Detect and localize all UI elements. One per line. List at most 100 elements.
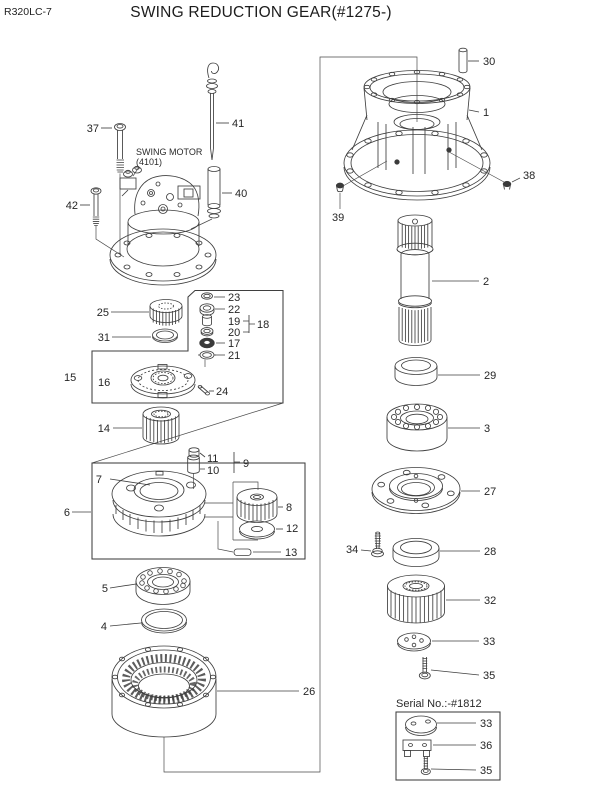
carrier-16 [130, 364, 196, 399]
bearing-3 [386, 403, 448, 452]
bearing-17 [199, 337, 215, 349]
dipstick-41 [206, 62, 219, 161]
gear-14 [142, 406, 180, 445]
oring-23 [201, 292, 213, 300]
tube-40 [190, 166, 221, 230]
shaft-2 [396, 214, 434, 346]
pin-10 [187, 454, 200, 489]
callout-40: 40 [235, 188, 247, 200]
callout-35-leader [430, 669, 480, 676]
callout-26: 26 [303, 686, 315, 698]
plate-33 [397, 632, 431, 652]
washer-12 [239, 520, 275, 540]
pin-13 [233, 548, 252, 556]
screw-38 [448, 151, 521, 190]
callout-9-bracket [199, 452, 240, 473]
small-parts-leaders [214, 296, 255, 356]
subassembly-box-15 [91, 289, 284, 404]
pin-24 [197, 385, 210, 396]
callout-22: 22 [228, 304, 240, 316]
snap-ring-21 [198, 350, 216, 367]
bracket-36 [402, 739, 432, 757]
gear-32 [387, 574, 445, 624]
callout-24: 24 [216, 386, 228, 398]
swing-motor-ref: (4101) [136, 157, 162, 167]
callout-25: 25 [97, 307, 109, 319]
callout-36: 36 [480, 740, 492, 752]
callout-28: 28 [484, 546, 496, 558]
callout-34: 34 [346, 544, 358, 556]
callout-7: 7 [96, 474, 102, 486]
callout-4-leader [109, 622, 142, 627]
callout-33: 33 [483, 636, 495, 648]
callout-1-leader [468, 109, 480, 113]
carrier-7 [111, 470, 207, 537]
callout-42: 42 [66, 200, 78, 212]
callout-5: 5 [102, 583, 108, 595]
callout-5-leader [109, 583, 137, 589]
model-code: R320LC-7 [4, 6, 52, 18]
callout-9: 9 [243, 458, 249, 470]
callout-3: 3 [484, 423, 490, 435]
callout-31: 31 [98, 332, 110, 344]
serial-note: Serial No.:-#1812 [396, 698, 482, 710]
screw-39 [335, 160, 388, 209]
swing-motor-note: SWING MOTOR (4101) [132, 147, 203, 177]
bolt-42 [90, 187, 125, 258]
callout-33b: 33 [480, 718, 492, 730]
gear-8 [236, 488, 278, 523]
callout-38: 38 [523, 170, 535, 182]
callout-20: 20 [228, 327, 240, 339]
callout-32: 32 [484, 595, 496, 607]
ring-gear-26 [111, 645, 217, 738]
bolt-35b [420, 756, 431, 775]
gear-25 [149, 299, 183, 326]
callout-41: 41 [232, 118, 244, 130]
callout-27: 27 [484, 486, 496, 498]
assembly-leader-lines [91, 56, 418, 773]
nut-22 [199, 303, 215, 316]
callout-8: 8 [286, 502, 292, 514]
plate-33b [405, 715, 437, 736]
callout-2: 2 [483, 276, 489, 288]
serial-box-leaders [430, 722, 477, 771]
ring-29 [394, 357, 438, 386]
callout-15: 15 [64, 372, 76, 384]
washer-20 [200, 327, 214, 337]
callout-17: 17 [228, 338, 240, 350]
callout-19: 19 [228, 316, 240, 328]
callout-4: 4 [101, 621, 107, 633]
callout-14: 14 [98, 423, 110, 435]
callout-10: 10 [207, 465, 219, 477]
ring-28 [392, 538, 440, 567]
callout-1: 1 [483, 107, 489, 119]
callout-18: 18 [257, 319, 269, 331]
callout-12: 12 [286, 523, 298, 535]
flange-27 [371, 467, 461, 514]
subassembly-box-6 [91, 462, 306, 560]
serial-variant-box [395, 711, 501, 781]
swing-motor-label: SWING MOTOR [136, 147, 203, 157]
bolt-34 [371, 531, 384, 558]
callout-29: 29 [484, 370, 496, 382]
callout-11: 11 [207, 453, 218, 465]
bearing-5 [135, 567, 191, 605]
ring-31 [152, 328, 178, 343]
callout-21: 21 [228, 350, 240, 362]
callout-39: 39 [332, 212, 344, 224]
box6-connector-lines [205, 481, 259, 553]
page-title: SWING REDUCTION GEAR(#1275-) [130, 4, 392, 21]
callout-35b: 35 [480, 765, 492, 777]
bolt-35 [418, 657, 431, 680]
callout-7-leader [109, 478, 151, 486]
callout-13: 13 [285, 547, 297, 559]
callout-30: 30 [483, 56, 495, 68]
ring-4 [141, 608, 187, 634]
callout-16: 16 [98, 377, 110, 389]
callout-6: 6 [64, 507, 70, 519]
callout-37: 37 [87, 123, 99, 135]
callout-35: 35 [483, 670, 495, 682]
swing-motor [109, 165, 217, 286]
